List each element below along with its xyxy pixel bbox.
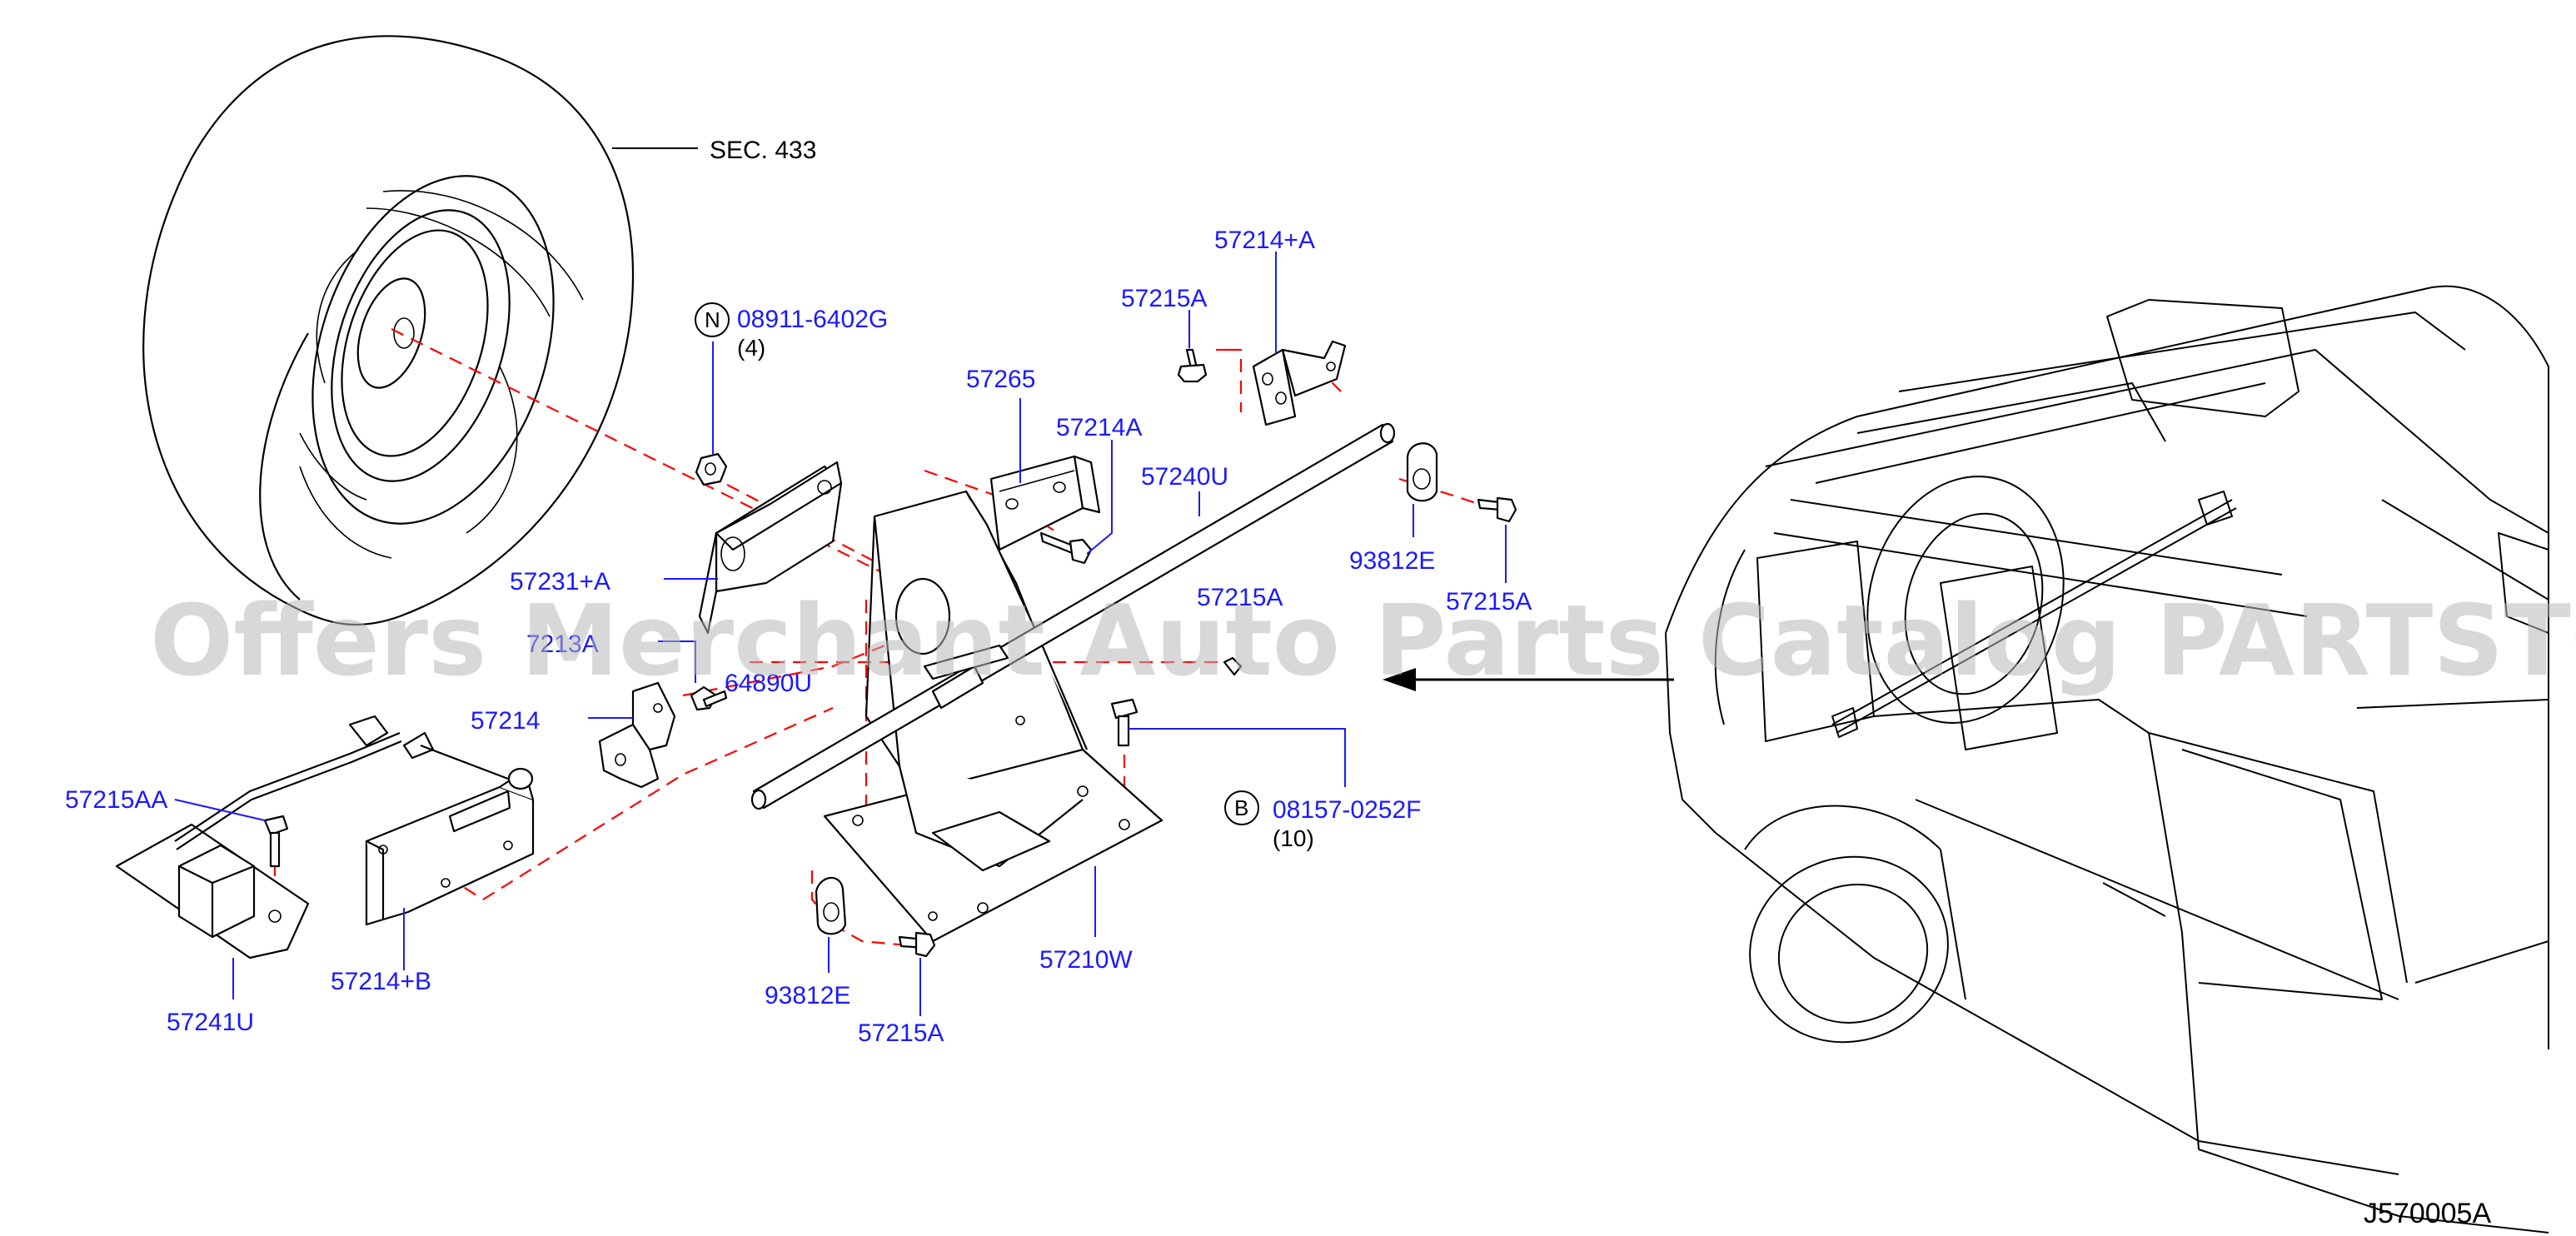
label-08911-qty: (4) <box>737 335 765 361</box>
bolt-57215a-middle <box>1223 656 1243 676</box>
bolt-08157 <box>1110 698 1139 747</box>
label-57214-plus-b: 57214+B <box>331 968 431 995</box>
bolt-57215aa <box>263 815 289 868</box>
label-93812e-right: 93812E <box>1349 547 1435 575</box>
label-08157-0252f: 08157-0252F <box>1273 796 1421 824</box>
n-circle-marker <box>695 302 730 337</box>
location-arrow <box>1383 668 1674 691</box>
clamp-93812e-right <box>1406 442 1438 502</box>
label-64890u: 64890U <box>725 670 812 697</box>
watermark-text: Offers Merchant Auto Parts Catalog PARTS… <box>150 583 2576 698</box>
leader-64890u <box>658 640 696 683</box>
bolt-64890u <box>690 685 728 711</box>
bracket-57214-plus-a <box>1252 340 1347 426</box>
label-57240u: 57240U <box>1141 463 1228 491</box>
bracket-57214 <box>598 681 676 789</box>
crank-assembly <box>115 715 509 959</box>
rod-57240u <box>750 422 1396 810</box>
leader-57214a <box>1086 440 1113 555</box>
bracket-57214-plus-b <box>365 767 535 926</box>
label-93812e-bottom: 93812E <box>765 982 850 1009</box>
bolt-57215a-right <box>1477 496 1517 523</box>
spare-tire-illustration <box>142 35 635 626</box>
bolt-57214a <box>1039 531 1093 565</box>
label-57214-plus-a: 57214+A <box>1214 227 1315 254</box>
bolt-57215a-bottom <box>898 931 936 958</box>
label-08911-marker: N <box>705 307 720 332</box>
label-57215a-top: 57215A <box>1121 285 1207 312</box>
label-57265: 57265 <box>966 366 1035 393</box>
label-08911-6402g: 08911-6402G <box>737 306 888 333</box>
label-57214a: 57214A <box>1056 414 1142 441</box>
label-57231a: 57231+A <box>510 568 610 596</box>
vehicle-illustration <box>1665 285 2549 1234</box>
label-57214: 57214 <box>471 707 540 735</box>
bracket-57231a <box>698 461 843 635</box>
leader-57215aa <box>174 799 266 821</box>
label-57215a-bottom: 57215A <box>858 1019 944 1047</box>
label-08157-qty: (10) <box>1273 825 1314 851</box>
label-57210w: 57210W <box>1039 946 1133 974</box>
bolt-57215a-top <box>1177 348 1208 383</box>
clamp-93812e-bottom <box>815 876 847 935</box>
label-7213a: 7213A <box>526 630 599 658</box>
label-57215a-right: 57215A <box>1446 588 1532 616</box>
diagram-code: J570005A <box>2364 1198 2491 1229</box>
bracket-57265 <box>989 455 1101 551</box>
leader-08157 <box>1129 728 1346 787</box>
label-sec-433: SEC. 433 <box>710 137 816 164</box>
nut-08911 <box>695 452 728 486</box>
label-57215aa: 57215AA <box>65 786 167 814</box>
label-57215a-middle: 57215A <box>1197 584 1283 611</box>
b-circle-marker <box>1224 790 1259 825</box>
label-57241u: 57241U <box>167 1009 254 1036</box>
label-08157-marker: B <box>1234 795 1248 820</box>
stand-57210w <box>823 490 1163 943</box>
